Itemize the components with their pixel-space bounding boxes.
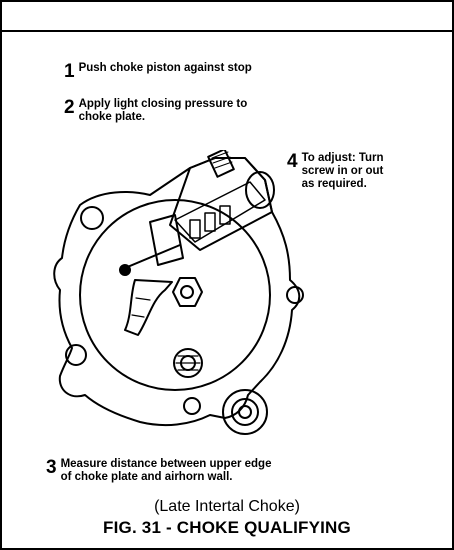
step-4-line-3: as required. — [301, 178, 367, 190]
step-3-number: 3 — [46, 457, 57, 478]
lug-hole-top-left — [80, 206, 104, 230]
adjusting-screw — [207, 150, 235, 178]
step-2-number: 2 — [64, 97, 75, 118]
choke-piston — [149, 214, 184, 266]
piston-housing — [169, 157, 273, 251]
choke-lever — [124, 279, 173, 336]
lower-plug — [173, 348, 203, 378]
step-4-line-1: To adjust: Turn — [301, 152, 384, 164]
step-2-line-2: choke plate. — [78, 111, 146, 123]
lug-hole-left — [65, 344, 87, 366]
housing-outline — [53, 157, 301, 427]
figure-title: FIG. 31 - CHOKE QUALIFYING — [103, 518, 351, 537]
inner-bore — [79, 199, 271, 391]
step-4-number: 4 — [287, 151, 298, 172]
piston-cylinder — [245, 171, 275, 209]
step-1-number: 1 — [64, 61, 75, 82]
figure-subtitle: (Late Intertal Choke) — [154, 498, 300, 515]
linkage-rod — [124, 244, 181, 269]
outlet-fitting — [222, 389, 268, 435]
step-3-line-2: of choke plate and airhorn wall. — [60, 471, 233, 483]
choke-housing-diagram — [53, 150, 304, 435]
step-2-line-1: Apply light closing pressure to — [78, 98, 248, 110]
lug-hole-bottom — [183, 397, 201, 415]
top-divider — [0, 30, 454, 32]
center-shaft-nut — [172, 277, 203, 307]
center-shaft-hole — [180, 285, 194, 299]
lug-hole-right — [286, 286, 304, 304]
step-3-line-1: Measure distance between upper edge — [60, 458, 272, 470]
step-1-text: Push choke piston against stop — [78, 62, 252, 74]
step-4-line-2: screw in or out — [301, 165, 384, 177]
